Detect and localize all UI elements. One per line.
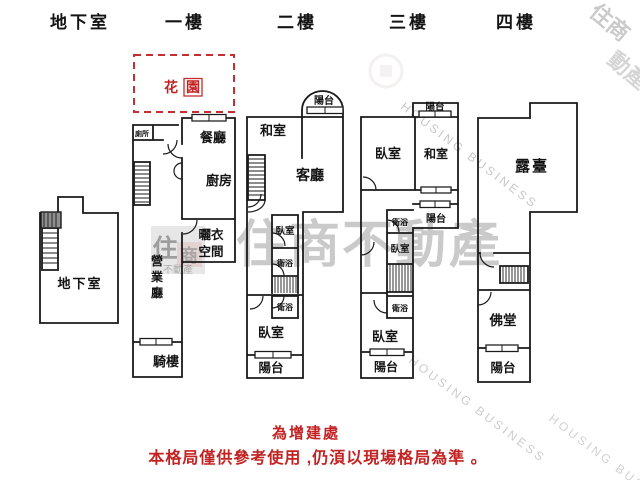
floor3-window-dividers: [386, 111, 437, 356]
floor3-balcony-mid-label: 陽台: [426, 212, 446, 225]
floor4-door-arcs: [477, 252, 495, 306]
watermark-en-corner: HOUSING BUSINESS: [546, 411, 640, 480]
floor3-door-arcs: [360, 176, 400, 314]
floor3-bedroom-top-label: 臥室: [375, 146, 401, 161]
floor1-windows: [139, 113, 227, 346]
floorplan-floor4: 露臺 佛堂 陽台: [477, 102, 578, 383]
floor2-bath-lower-label: 衛浴: [276, 302, 294, 312]
floor3-balcony-bottom-label: 陽台: [374, 359, 398, 374]
watermark-logo-sub: 不動產: [163, 263, 193, 276]
floor1-laundry-label-1: 曬衣: [198, 227, 224, 242]
floor2-bedroom-main-label: 臥室: [258, 325, 284, 340]
header-row: 地下室 一樓 二樓 三樓 四樓: [50, 12, 536, 32]
floor1-business-label-2: 業: [150, 269, 164, 284]
header-floor1: 一樓: [165, 12, 205, 32]
floor1-toilet-label: 廁所: [135, 129, 149, 138]
floor4-walls: [477, 102, 578, 383]
basement-stairs: [42, 232, 58, 264]
floor3-tatami-label: 和室: [423, 146, 448, 161]
garden-char-box: [183, 77, 203, 97]
floor4-stairs: [502, 266, 525, 283]
floor3-walls: [360, 102, 459, 379]
header-basement: 地下室: [50, 12, 110, 32]
watermark-brand-accent: 產: [449, 216, 500, 273]
floor2-balcony-bottom-label: 陽台: [258, 360, 283, 375]
floor4-terrace-label: 露臺: [515, 157, 549, 175]
floorplan-floor1: 花 園 廁所 餐廳 廚房 曬衣 空間 營 業 廳 騎樓: [132, 54, 236, 378]
floor1-arcade-label: 騎樓: [153, 354, 179, 369]
floor1-walls: [132, 117, 236, 378]
watermark-logo-char: 住: [152, 234, 177, 263]
floor1-business-label-1: 營: [151, 253, 163, 268]
floor2-balcony-top-label: 陽台: [314, 94, 334, 107]
floor3-stairs: [389, 264, 412, 292]
floor1-business-label-3: 廳: [151, 285, 163, 300]
floor4-buddha-hall-label: 佛堂: [489, 312, 517, 328]
floor2-living-label: 客廳: [295, 167, 324, 183]
floor1-window-dividers: [155, 114, 210, 345]
watermark-logo-block: 住 商 不動產: [151, 226, 205, 276]
floor2-tatami-label: 和室: [260, 123, 286, 138]
watermark-logo-char2: 商: [180, 245, 198, 266]
header-floor3: 三樓: [389, 12, 429, 32]
garden-label-char2: 園: [186, 79, 200, 95]
floor1-kitchen-label: 廚房: [206, 173, 232, 188]
watermark-corner-chars-mid: 動產: [603, 47, 640, 94]
floor4-balcony-label: 陽台: [490, 360, 515, 375]
watermark-layer: HOUSING BUSINESS HOUSING BUSINESS HOUSIN…: [151, 0, 640, 480]
garden-addition-outline: [133, 54, 235, 113]
floor3-windows: [369, 110, 452, 357]
floor2-walls: [246, 90, 344, 379]
floorplan-floor3: 陽台 臥室 和室 衛浴 陽台 臥室 衛浴 臥室 陽台: [360, 101, 459, 379]
note-disclaimer: 本格局僅供參考使用 ,仍湏以現場格局為準 。: [148, 448, 487, 467]
floor1-laundry-label-2: 空間: [198, 244, 223, 259]
floor3-bath-lower-label: 衛浴: [391, 303, 409, 313]
floor2-bath-upper-label: 衛浴: [276, 258, 294, 268]
floorplan-floor2: 陽台 和室 客廳 臥室 衛浴 衛浴 臥室 陽台: [246, 90, 344, 379]
basement-room-label: 地下室: [57, 276, 102, 291]
note-addition: 為增建處: [271, 424, 340, 442]
floor2-door-arcs: [247, 193, 286, 310]
floor3-bedroom-bottom-label: 臥室: [372, 329, 398, 344]
header-floor4: 四樓: [496, 12, 536, 32]
floor1-stairs: [134, 165, 150, 203]
floor3-balcony-top-label: 陽台: [425, 101, 445, 113]
floorplan-basement: 地下室: [39, 196, 119, 324]
garden-label-char1: 花: [164, 79, 178, 95]
footer-notes: 為增建處 本格局僅供參考使用 ,仍湏以現場格局為準 。: [148, 424, 487, 467]
watermark-corner-chars-top: 住商: [585, 0, 635, 46]
watermark-ring-logo: [368, 53, 404, 89]
floor2-stairs: [248, 158, 297, 293]
floor3-bedroom-mid-label: 臥室: [390, 243, 410, 255]
floor1-dining-label: 餐廳: [199, 130, 226, 145]
floor2-bedroom-small-label: 臥室: [275, 225, 295, 237]
watermark-brand-main: 住商不動: [236, 216, 448, 273]
floor2-windows: [254, 106, 344, 359]
floor3-bath-upper-label: 衛浴: [391, 217, 409, 227]
watermark-logo-bg: [151, 226, 205, 274]
floor1-door-arcs: [162, 139, 198, 235]
basement-landing-hatch: [43, 213, 57, 227]
header-floor2: 二樓: [277, 12, 317, 32]
watermark-ring-logo-core: [380, 65, 392, 77]
floor2-window-dividers: [272, 107, 326, 358]
